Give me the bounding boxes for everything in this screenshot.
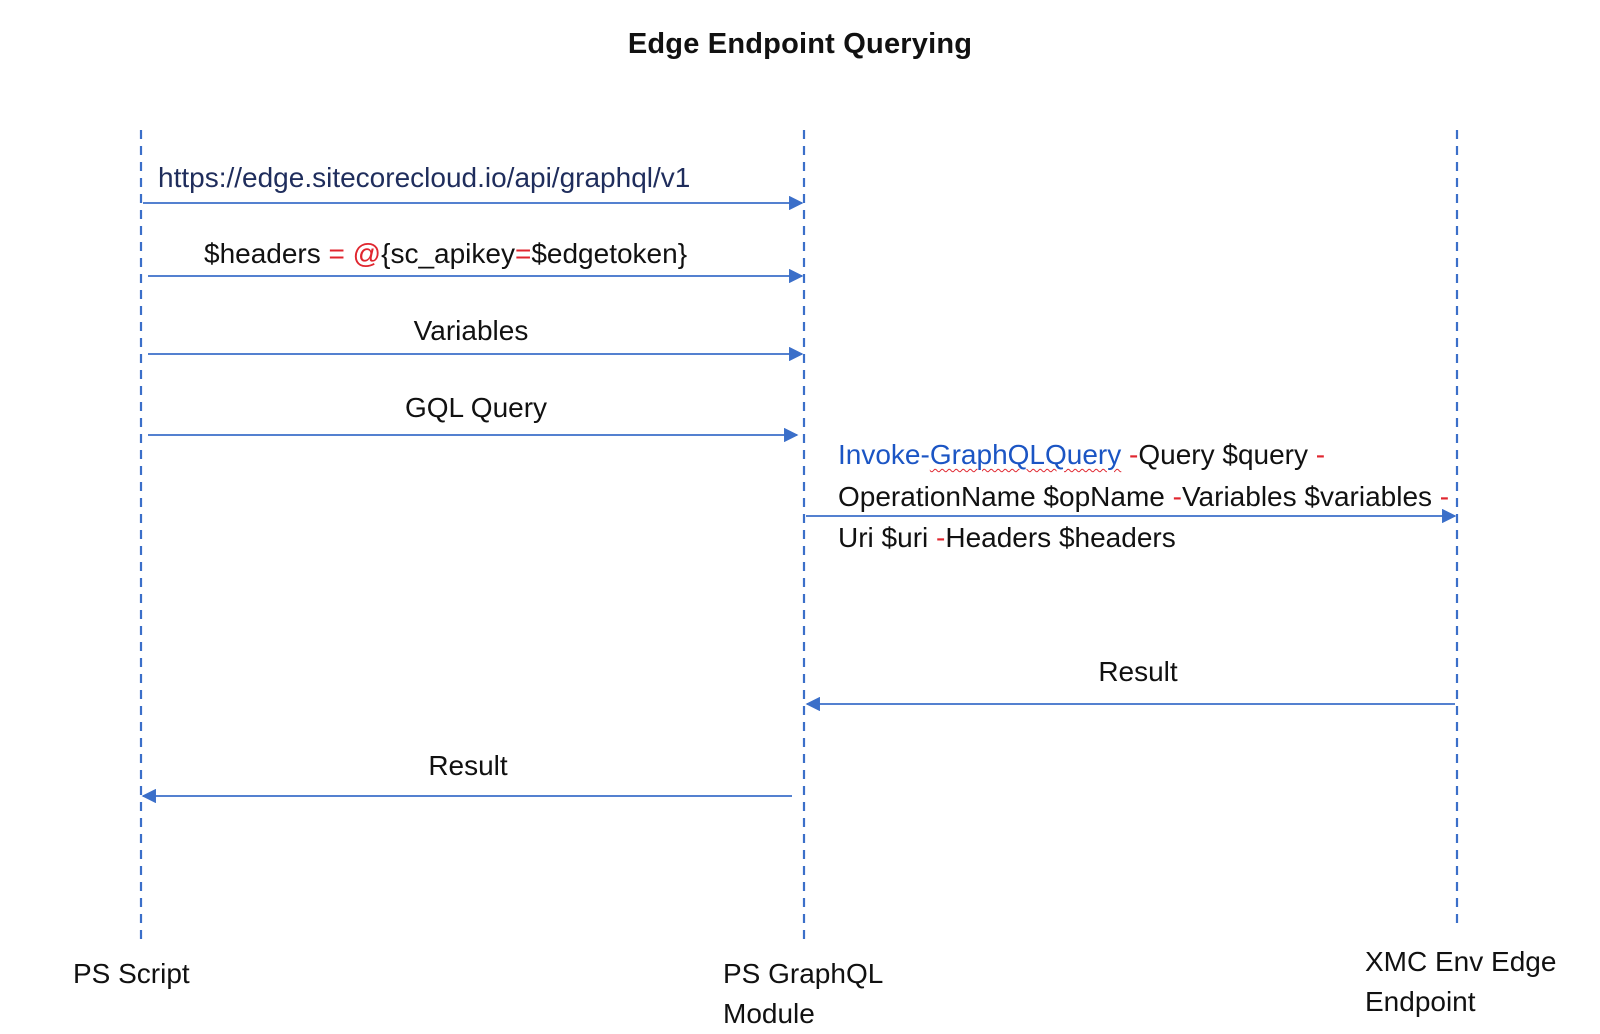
invoke-dash-opname: - <box>1315 439 1326 470</box>
headers-equals: = <box>514 238 532 269</box>
invoke-dash-variables: - <box>1172 480 1182 512</box>
headers-key: {sc_apikey <box>381 238 515 269</box>
invoke-command-prefix: Invoke- <box>838 439 930 470</box>
message-label-variables: Variables <box>413 315 529 346</box>
participant-ps-graphql-module-line1: PS GraphQL <box>723 958 884 989</box>
message-label-headers: $headers = @{sc_apikey=$edgetoken} <box>204 234 687 274</box>
message-label-gql-query: GQL Query <box>404 392 548 423</box>
participant-ps-script-line1: PS Script <box>73 958 190 989</box>
invoke-param-variables: Variables $variables <box>1181 480 1440 512</box>
message-label-url: https://edge.sitecorecloud.io/api/graphq… <box>158 162 691 193</box>
invoke-command-name: GraphQLQuery <box>929 439 1122 470</box>
headers-token: $edgetoken} <box>531 238 688 269</box>
invoke-dash-uri: - <box>1439 480 1450 512</box>
participant-xmc-edge-endpoint: XMC Env Edge Endpoint <box>1365 942 1556 1022</box>
headers-operator: = @ <box>328 238 382 269</box>
invoke-dash-query: - <box>1121 439 1139 470</box>
headers-var: $headers <box>204 238 329 269</box>
participant-ps-script: PS Script <box>73 954 190 994</box>
participant-xmc-edge-endpoint-line2: Endpoint <box>1365 986 1476 1017</box>
invoke-param-headers: Headers $headers <box>945 522 1176 553</box>
message-label-result-script: Result <box>428 750 508 781</box>
invoke-dash-headers: - <box>936 522 946 553</box>
diagram-title: Edge Endpoint Querying <box>627 28 973 60</box>
message-label-invoke: Invoke-GraphQLQuery -Query $query -Opera… <box>838 434 1458 559</box>
participant-xmc-edge-endpoint-line1: XMC Env Edge <box>1365 946 1557 977</box>
participant-ps-graphql-module-line2: Module <box>723 998 815 1029</box>
message-label-result-edge: Result <box>1098 656 1178 687</box>
invoke-param-query: Query $query <box>1138 439 1316 470</box>
invoke-param-opname: OperationName $opName <box>838 480 1173 512</box>
invoke-param-uri: Uri $uri <box>838 522 937 553</box>
participant-ps-graphql-module: PS GraphQL Module <box>723 954 883 1034</box>
